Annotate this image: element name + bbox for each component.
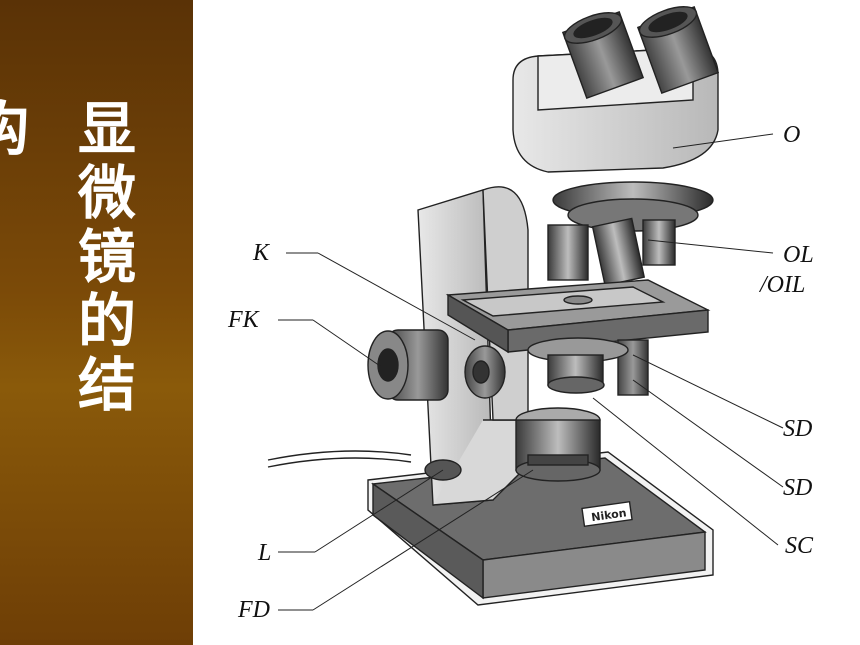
label-k: K <box>253 240 270 266</box>
coarse-focus-knob <box>464 345 506 399</box>
label-sd-2: SD <box>783 475 813 501</box>
label-sc: SC <box>785 533 814 559</box>
title-char: 构 <box>0 97 35 161</box>
title-char: 结 <box>77 351 136 419</box>
title-char: 微 <box>77 159 136 227</box>
title-char: 显 <box>77 95 136 163</box>
label-sd-1: SD <box>783 416 813 442</box>
eyepiece-right <box>636 5 720 95</box>
title-banner: 构 显 微 镜 的 结 <box>0 0 193 645</box>
brand-logo: Nikon <box>590 506 627 524</box>
title-char: 的 <box>77 287 136 355</box>
microscope-diagram: Nikon <box>267 5 784 611</box>
microscope-drawing: Nikon <box>267 5 720 606</box>
eyepiece-left <box>561 10 645 100</box>
fine-focus-knob <box>367 329 449 401</box>
title-column: 显 微 镜 的 结 <box>72 97 142 417</box>
label-oil: /OIL <box>760 272 806 298</box>
label-ol: OL <box>783 242 814 268</box>
leader-lines <box>278 133 784 611</box>
label-fk: FK <box>228 307 259 333</box>
label-o: O <box>783 122 801 148</box>
label-fd: FD <box>238 597 270 623</box>
title-cut-column: 构 <box>0 97 35 161</box>
title-char: 镜 <box>77 223 136 291</box>
label-l: L <box>258 540 272 566</box>
